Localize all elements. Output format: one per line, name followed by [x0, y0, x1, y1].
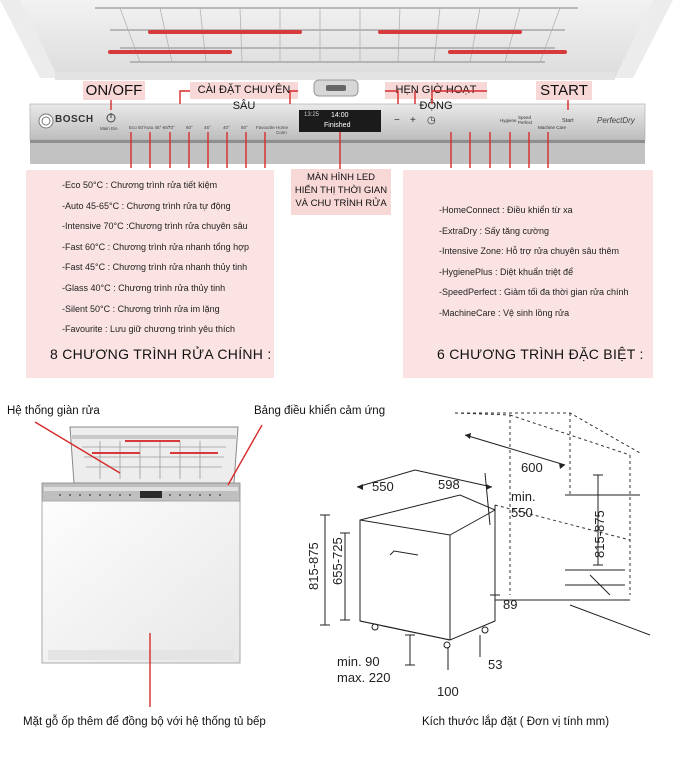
main-program-item: -Glass 40°C : Chương trình rửa thủy tinh	[62, 282, 226, 293]
main-programs-list: -Eco 50°C : Chương trình rửa tiết kiệm -…	[62, 175, 249, 340]
dim-100: 100	[437, 684, 459, 699]
panel-buttons-right: − + ◷ Hygiene Speed Perfect Machine Care…	[388, 113, 588, 135]
dim-815-875-right: 815-875	[592, 510, 607, 558]
btn-auto[interactable]: Auto 45°-65°	[144, 125, 170, 130]
main-programs-title: 8 CHƯƠNG TRÌNH RỬA CHÍNH :	[50, 346, 272, 362]
label-advanced-settings: CÀI ĐẶT CHUYÊN SÂU	[190, 82, 298, 112]
top-connector-lines	[110, 90, 569, 170]
special-program-item: -Intensive Zone: Hỗ trợ rửa chuyên sâu t…	[439, 246, 620, 257]
main-programs-box: -Eco 50°C : Chương trình rửa tiết kiệm -…	[26, 170, 274, 378]
main-program-item: -Fast 60°C : Chương trình rửa nhanh tổng…	[62, 241, 250, 252]
dim-max-220: max. 220	[337, 670, 391, 685]
display-left: 13:25	[304, 112, 320, 118]
main-program-item: -Favourite : Lưu giữ chương trình yêu th…	[62, 324, 236, 335]
btn-timer[interactable]: ◷	[427, 115, 436, 126]
callout-touch-panel: Bảng điều khiển cảm ứng	[254, 405, 386, 417]
special-programs-title: 6 CHƯƠNG TRÌNH ĐẶC BIỆT :	[437, 346, 644, 362]
dim-89: 89	[503, 597, 518, 612]
btn-main-switch[interactable]: Main Ein	[100, 126, 118, 131]
dishwasher-front-illustration	[41, 426, 241, 664]
btn-start[interactable]: Start	[562, 118, 574, 124]
display-time: 14:00	[331, 112, 349, 119]
dim-550: 550	[372, 479, 394, 494]
led-line-2: HIỂN THỊ THỜI GIAN	[294, 185, 388, 196]
dim-815-875-left: 815-875	[306, 542, 321, 590]
main-program-item: -Eco 50°C : Chương trình rửa tiết kiệm	[62, 180, 218, 190]
dim-min-label: min.	[511, 489, 536, 504]
dim-598: 598	[438, 477, 460, 492]
btn-minus[interactable]: −	[394, 115, 400, 126]
caption-installation: Kích thước lắp đặt ( Đơn vị tính mm)	[422, 716, 610, 728]
dim-655-725: 655-725	[330, 537, 345, 585]
brand-logo: BOSCH	[55, 114, 94, 125]
main-program-item: -Intensive 70°C :Chương trình rửa chuyên…	[62, 221, 248, 232]
dim-min-90: min. 90	[337, 654, 380, 669]
label-onoff: ON/OFF	[83, 81, 145, 100]
btn-plus[interactable]: +	[410, 115, 416, 126]
dim-min-550: min. 550	[511, 489, 536, 521]
main-program-item: -Silent 50°C : Chương trình rửa im lặng	[62, 303, 220, 314]
btn-home-connect[interactable]: Home Conn	[276, 125, 289, 135]
callout-rack: Hệ thống giàn rửa	[7, 405, 100, 417]
special-program-item: -HomeConnect : Điều khiển từ xa	[439, 205, 573, 215]
label-led-display: MÀN HÌNH LED HIỂN THỊ THỜI GIAN VÀ CHU T…	[291, 169, 391, 215]
panel-buttons-left: Main Ein Eco 50° Auto 45°-65° 70° 60° 45…	[98, 119, 298, 135]
display-status: Finished	[324, 122, 351, 129]
main-program-item: -Fast 45°C : Chương trình rửa nhanh thủy…	[62, 262, 248, 273]
dim-min-value: 550	[511, 505, 533, 520]
dim-600: 600	[521, 460, 543, 475]
label-start: START	[536, 81, 592, 100]
brand-right-label: PerfectDry	[597, 116, 635, 125]
btn-40[interactable]: 40°	[223, 125, 230, 130]
btn-machine-care[interactable]: Machine Care	[538, 125, 567, 130]
special-program-item: -HygienePlus : Diệt khuẩn triệt để	[439, 266, 574, 277]
special-programs-list: -HomeConnect : Điều khiển từ xa -ExtraDr…	[439, 200, 629, 324]
main-program-item: -Auto 45-65°C : Chương trình rửa tự động	[62, 200, 231, 211]
btn-70[interactable]: 70°	[168, 125, 175, 130]
btn-eco[interactable]: Eco 50°	[129, 125, 145, 130]
btn-favourite[interactable]: Favourite	[256, 125, 275, 130]
btn-50[interactable]: 50°	[241, 125, 248, 130]
led-line-1: MÀN HÌNH LED	[306, 172, 376, 183]
btn-45[interactable]: 45°	[204, 125, 211, 130]
special-program-item: -SpeedPerfect : Giảm tối đa thời gian rử…	[439, 287, 629, 298]
special-program-item: -MachineCare : Vệ sinh lồng rửa	[439, 307, 570, 318]
callout-wood-panel: Mặt gỗ ốp thêm để đồng bộ với hệ thống t…	[23, 716, 266, 728]
btn-60[interactable]: 60°	[186, 125, 193, 130]
btn-hygiene[interactable]: Hygiene	[500, 118, 517, 123]
special-program-item: -ExtraDry : Sấy tăng cường	[439, 225, 549, 236]
dim-53: 53	[488, 657, 503, 672]
led-line-3: VÀ CHU TRÌNH RỬA	[295, 198, 387, 209]
special-programs-box: -HomeConnect : Điều khiển từ xa -ExtraDr…	[403, 170, 653, 378]
btn-speed-perfect[interactable]: Speed Perfect	[518, 115, 533, 125]
installation-dimension-diagram	[320, 412, 651, 670]
bottom-left-pointers	[34, 421, 263, 707]
